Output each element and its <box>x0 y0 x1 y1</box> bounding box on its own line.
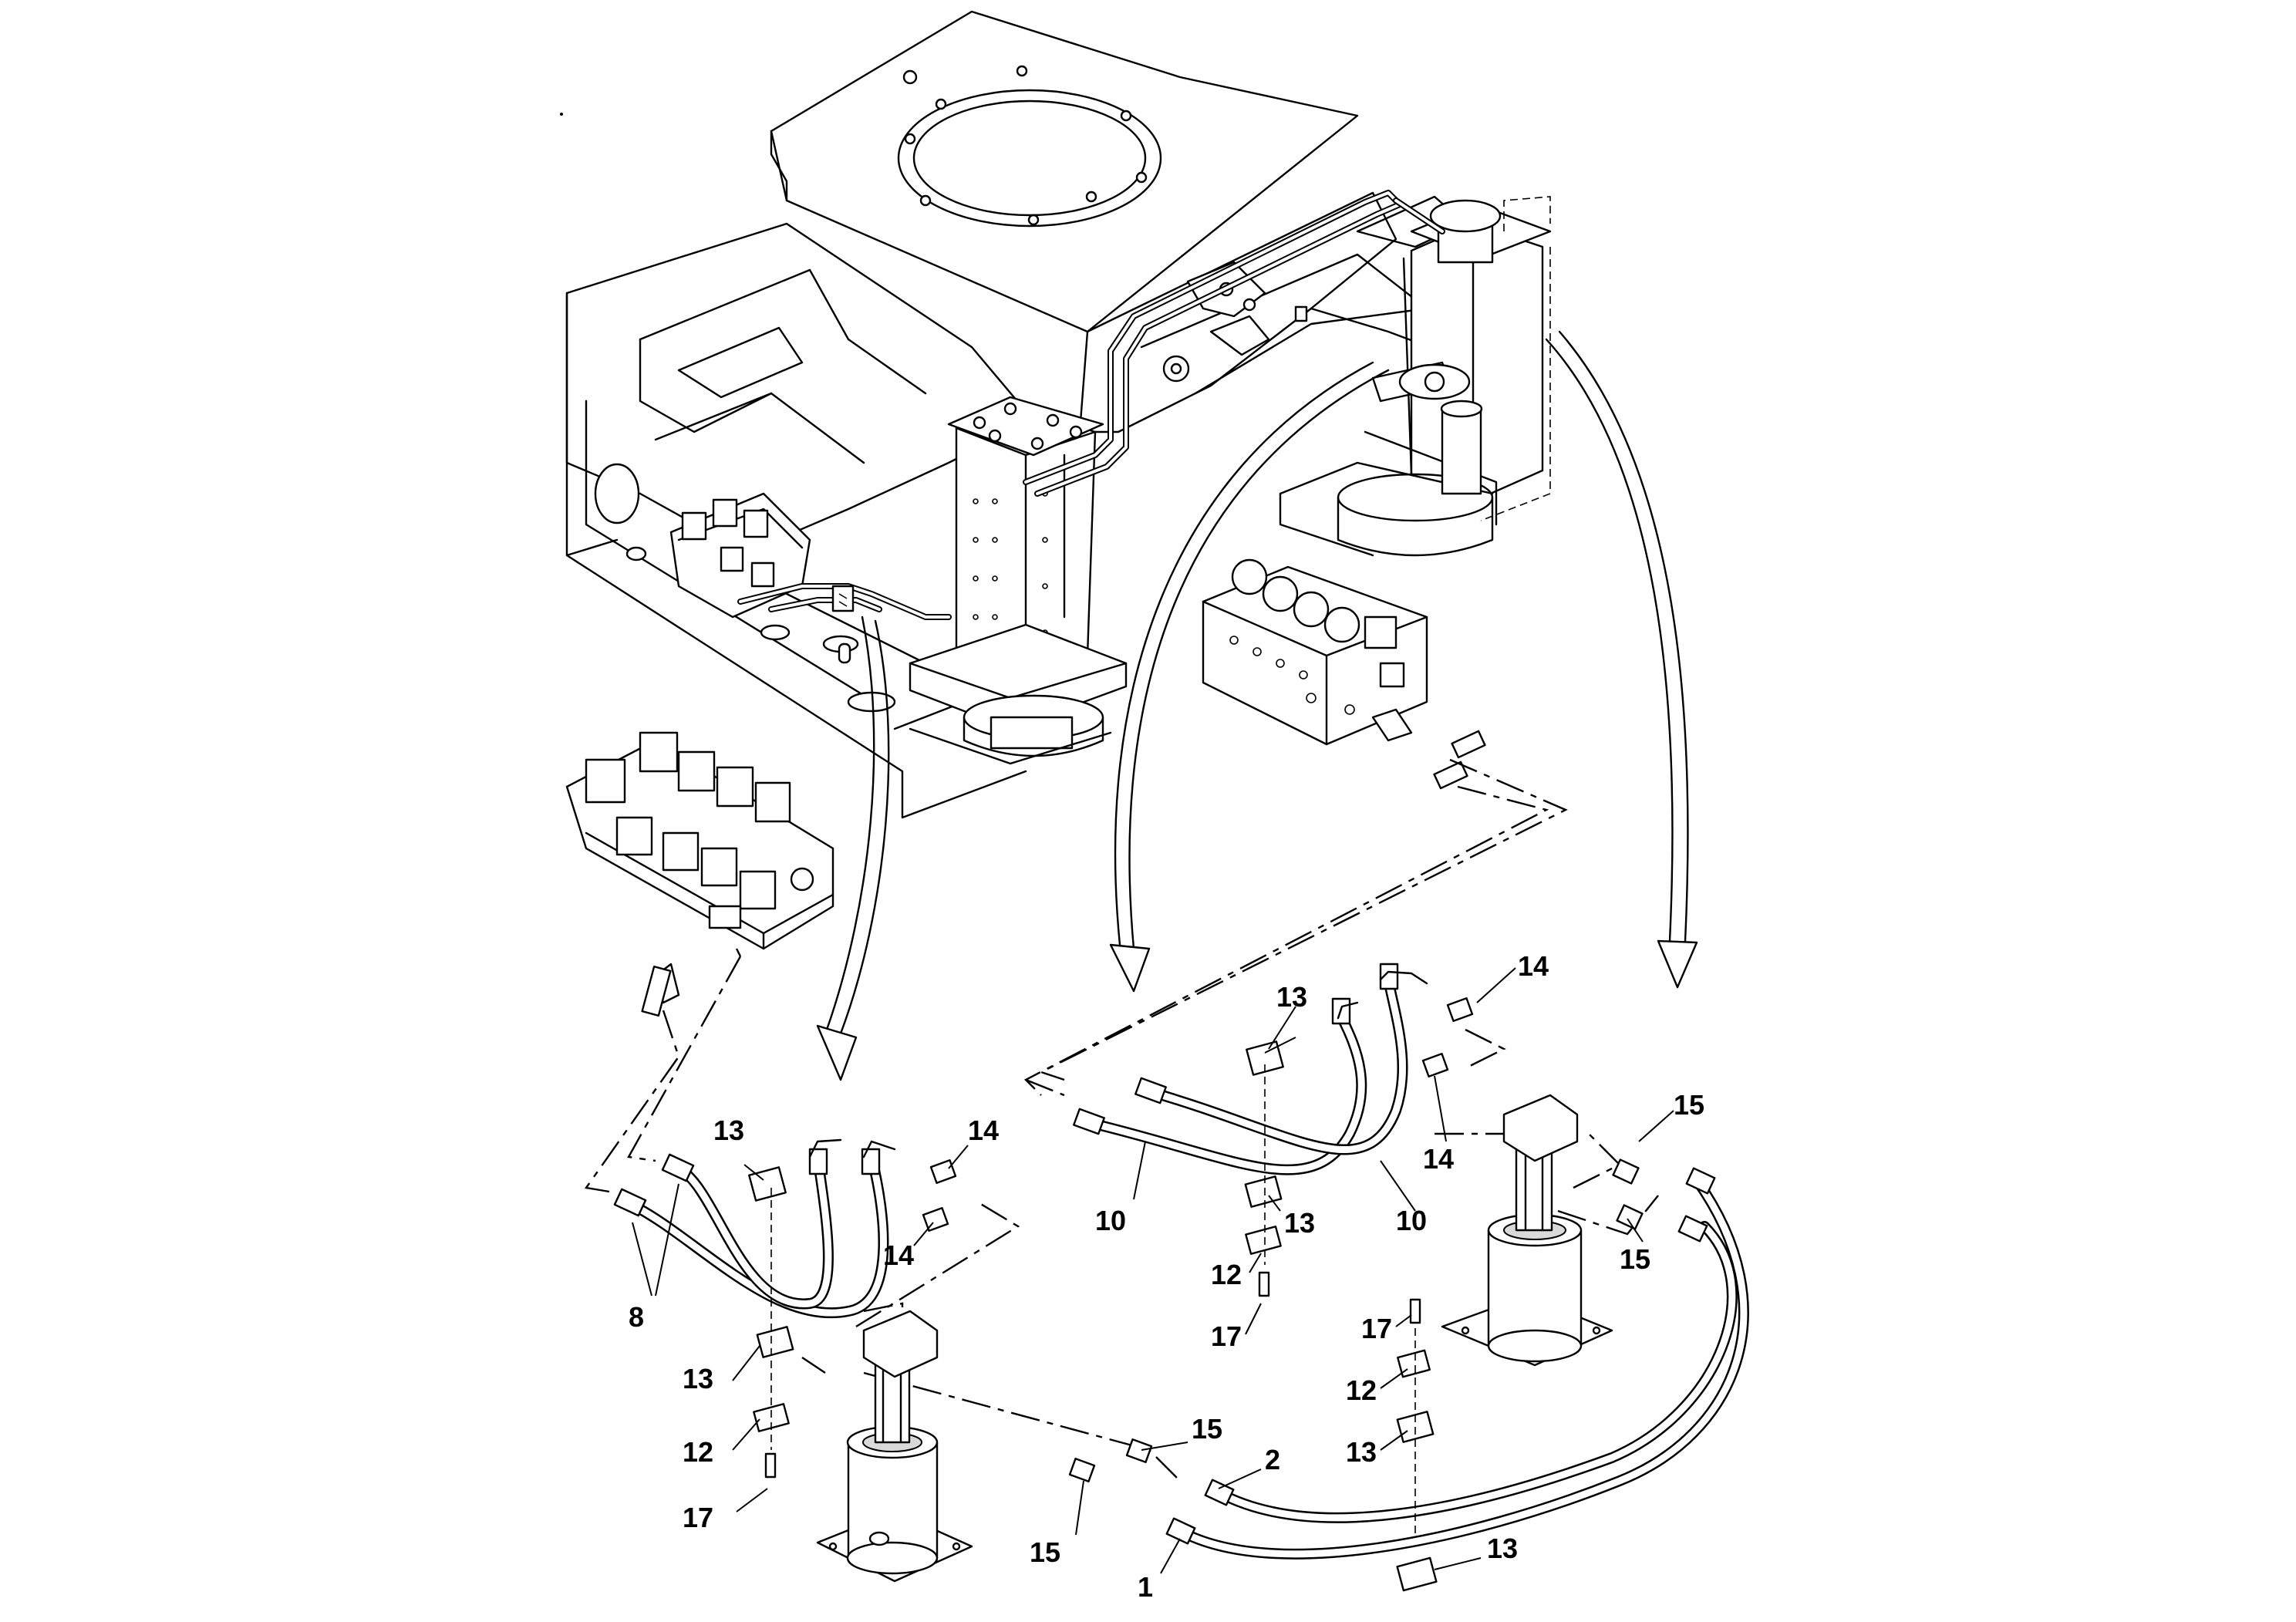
column-right <box>1279 196 1552 557</box>
pipe-run-top <box>1023 190 1445 497</box>
valve-block-mounted <box>669 492 952 620</box>
callout-c23: 15 <box>1030 1536 1060 1568</box>
callout-labels: 14 13 15 14 15 10 13 10 12 17 17 12 13 1… <box>629 950 1704 1603</box>
direction-arrows <box>816 330 1698 1081</box>
valve-block-detached <box>565 731 834 1017</box>
cylinder-right <box>1441 1094 1613 1367</box>
callout-c6: 10 <box>1095 1205 1126 1236</box>
callout-c22: 2 <box>1265 1444 1280 1475</box>
hose-fittings <box>613 963 1716 1545</box>
callout-c16: 14 <box>883 1239 914 1271</box>
column-left <box>909 396 1128 765</box>
callout-c21: 15 <box>1192 1413 1222 1445</box>
callout-c8: 10 <box>1396 1205 1427 1236</box>
callout-c9: 12 <box>1211 1259 1242 1290</box>
callout-c17: 8 <box>629 1301 644 1333</box>
callout-c14: 13 <box>713 1114 744 1146</box>
callout-c25: 13 <box>1487 1533 1518 1564</box>
manifold-right <box>1202 558 1428 746</box>
callout-c3: 15 <box>1674 1089 1704 1121</box>
callout-c10: 17 <box>1211 1320 1242 1352</box>
callout-c13: 13 <box>1346 1436 1377 1468</box>
stray-dot <box>560 113 563 116</box>
callout-c15: 14 <box>968 1114 999 1146</box>
callout-c7: 13 <box>1284 1207 1315 1239</box>
callout-c4: 14 <box>1423 1143 1454 1175</box>
cylinder-left <box>816 1310 973 1583</box>
machine-frame <box>565 10 1552 819</box>
callout-c2: 13 <box>1276 981 1307 1013</box>
callout-c5: 15 <box>1620 1243 1650 1275</box>
hoses <box>623 974 1749 1560</box>
inspection-cover <box>897 65 1162 228</box>
callout-c24: 1 <box>1138 1571 1153 1603</box>
callout-c20: 17 <box>683 1502 713 1533</box>
callout-c18: 13 <box>683 1363 713 1394</box>
callout-c11: 17 <box>1361 1313 1392 1344</box>
leader-lines <box>632 967 1674 1574</box>
manifold-fittings <box>1433 730 1486 790</box>
callout-c19: 12 <box>683 1436 713 1468</box>
callout-c12: 12 <box>1346 1374 1377 1406</box>
callout-c1: 14 <box>1518 950 1549 982</box>
